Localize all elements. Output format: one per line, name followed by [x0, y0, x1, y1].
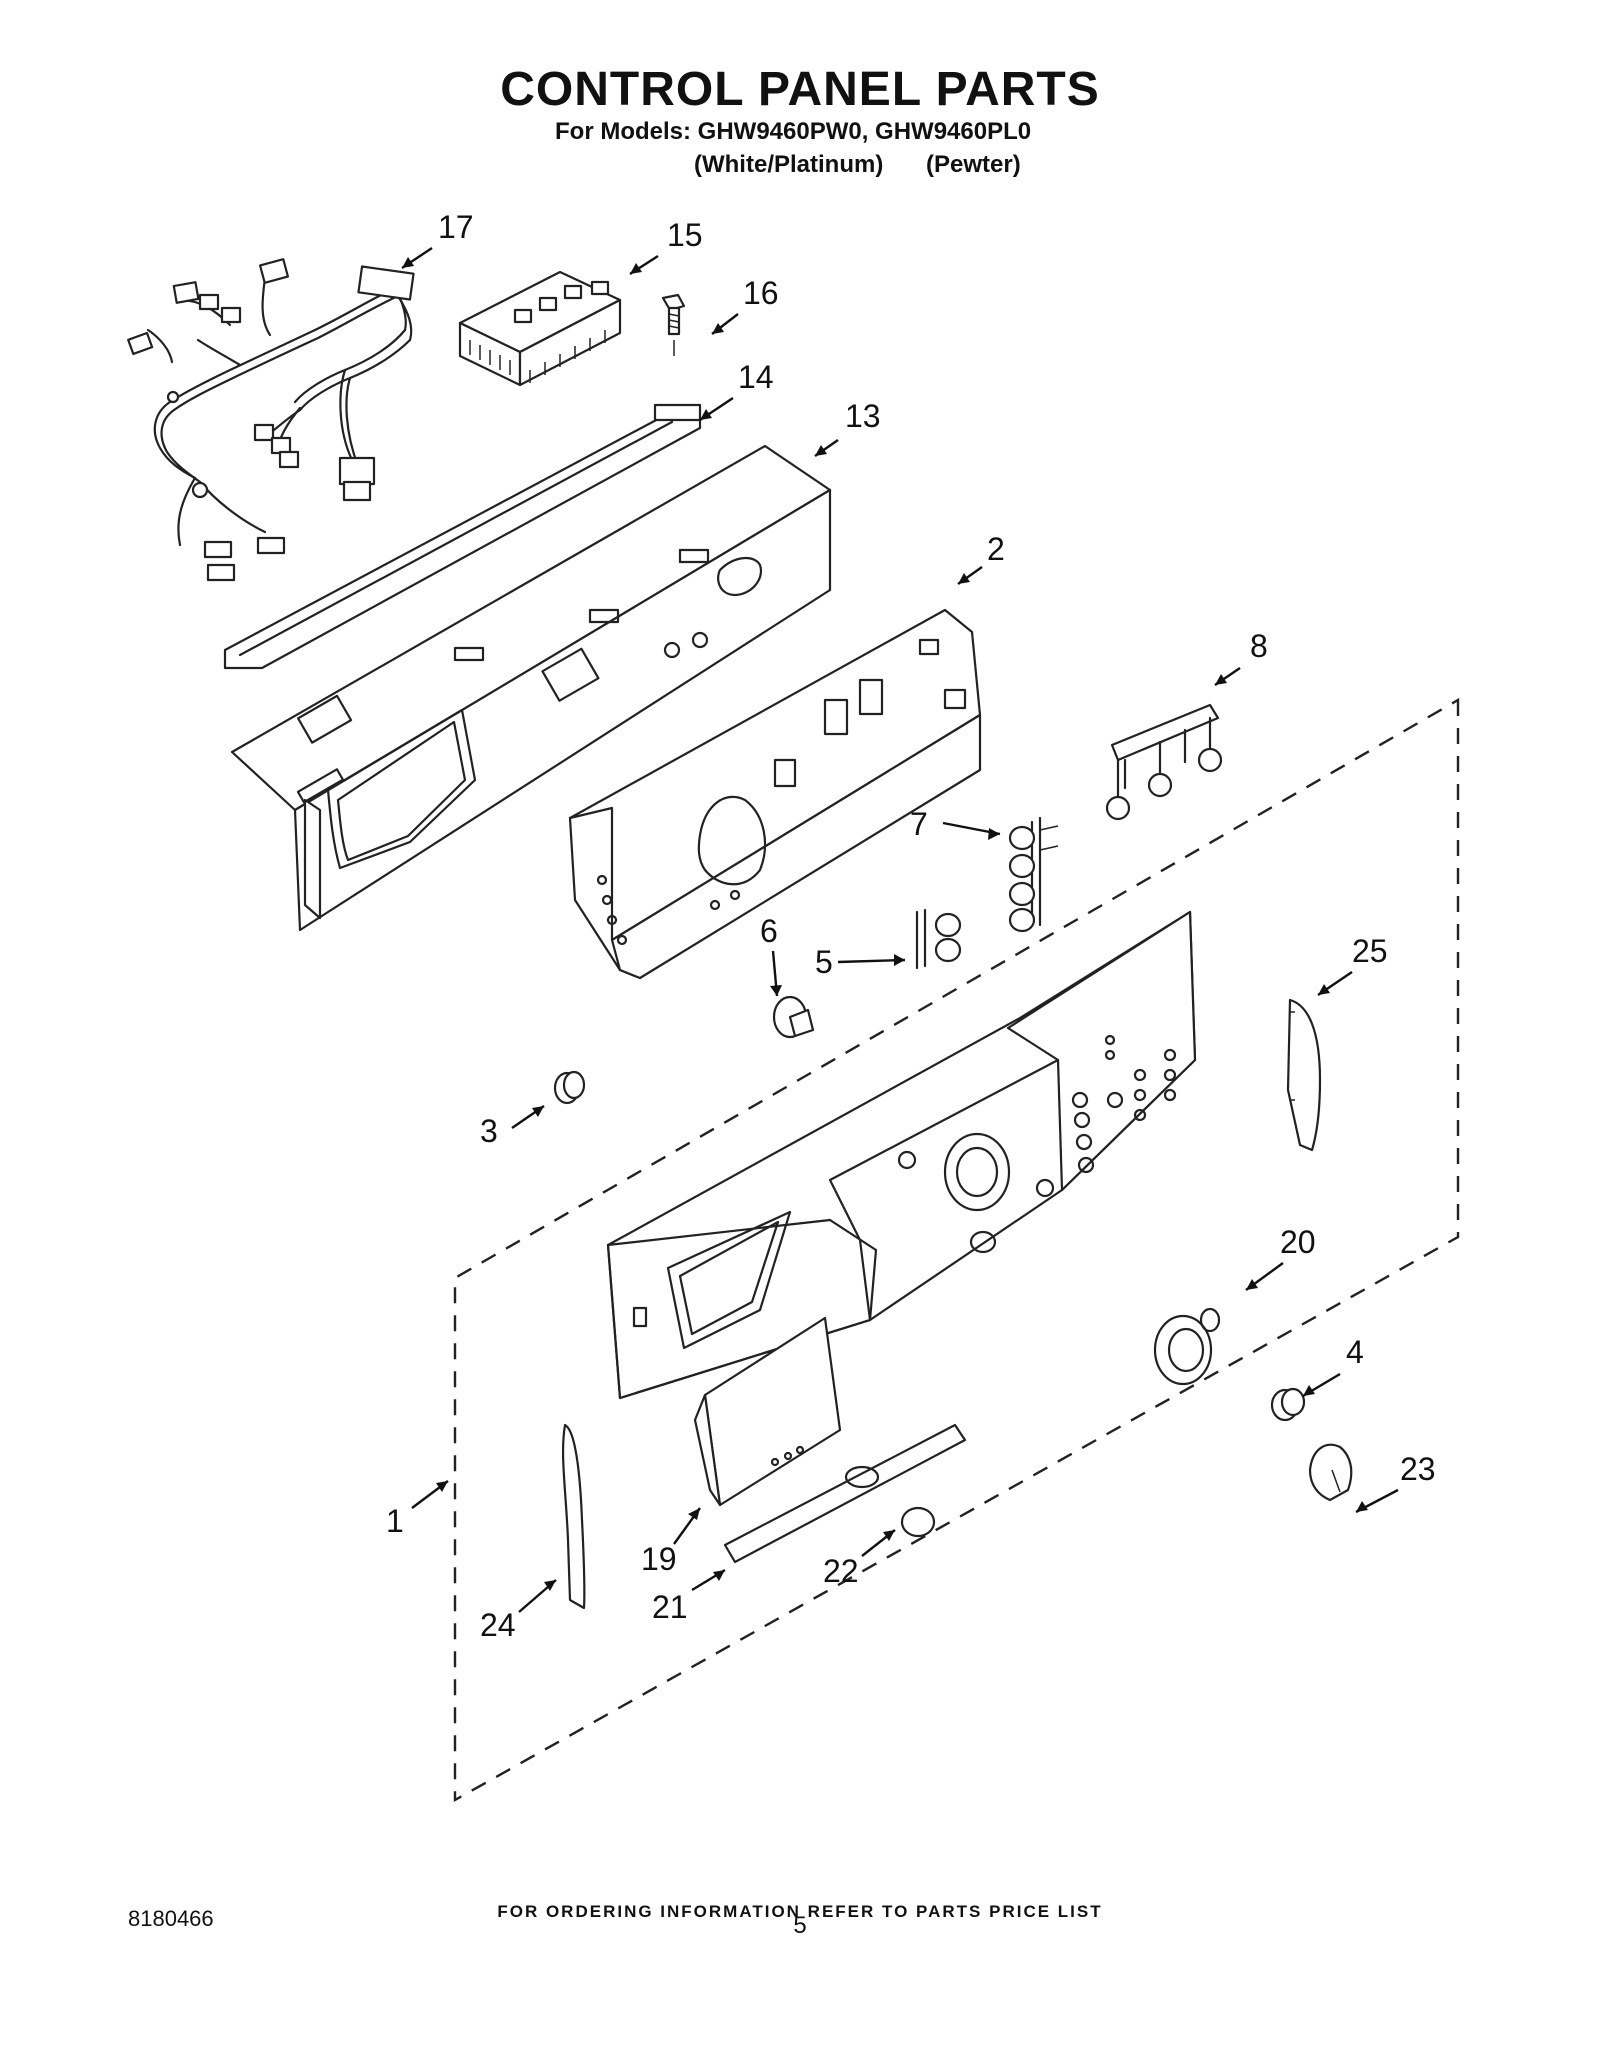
part-8-button-bracket — [1105, 703, 1223, 821]
ordering-note: FOR ORDERING INFORMATION REFER TO PARTS … — [497, 1902, 1103, 1921]
part-3-cap — [553, 1070, 586, 1105]
part-15-interface-module — [458, 270, 622, 387]
callout-5: 5 — [815, 944, 833, 980]
callout-1: 1 — [386, 1503, 404, 1539]
callout-7: 7 — [910, 806, 928, 842]
document-number: 8180466 — [128, 1906, 214, 1931]
callout-15: 15 — [667, 217, 703, 253]
callout-14: 14 — [738, 359, 774, 395]
part-17-wire-harness — [127, 258, 415, 582]
front-assembly-dashed-boundary — [453, 697, 1460, 1803]
page-title: CONTROL PANEL PARTS — [500, 63, 1100, 116]
part-5-button-pair — [915, 908, 962, 970]
callout-3: 3 — [480, 1113, 498, 1149]
callout-16: 16 — [743, 275, 779, 311]
callout-25: 25 — [1352, 933, 1388, 969]
part-7-button-cluster — [1008, 816, 1059, 933]
part-2-control-housing — [568, 608, 982, 980]
part-25-side-trim — [1286, 998, 1322, 1152]
part-23-knob — [1308, 1443, 1353, 1502]
callout-13: 13 — [845, 398, 881, 434]
variant-label-white-platinum: (White/Platinum) — [694, 151, 884, 178]
callout-22: 22 — [823, 1553, 859, 1589]
part-6-knob — [772, 995, 815, 1039]
callout-2: 2 — [987, 531, 1005, 567]
callout-4: 4 — [1346, 1334, 1364, 1370]
part-24-side-trim — [561, 1423, 586, 1610]
part-4-cap — [1270, 1387, 1306, 1422]
part-14-rail — [223, 403, 702, 670]
callout-24: 24 — [480, 1607, 516, 1643]
callout-arrows — [401, 247, 1399, 1613]
callout-17: 17 — [438, 209, 474, 245]
part-19-dispenser-trim — [693, 1316, 842, 1507]
part-13-console-bracket — [230, 444, 832, 932]
part-21-trim-strip — [723, 1423, 967, 1564]
callout-8: 8 — [1250, 628, 1268, 664]
callout-19: 19 — [641, 1541, 677, 1577]
part-1-front-console — [606, 910, 1197, 1400]
callout-23: 23 — [1400, 1451, 1436, 1487]
variant-label-pewter: (Pewter) — [926, 151, 1021, 178]
models-line: For Models: GHW9460PW0, GHW9460PL0 — [555, 118, 1032, 145]
part-16-screw — [661, 293, 686, 356]
callout-21: 21 — [652, 1589, 688, 1625]
callout-6: 6 — [760, 913, 778, 949]
callout-labels: 17 15 16 14 13 2 8 7 6 5 25 3 20 4 23 1 … — [386, 209, 1436, 1643]
page-number: 5 — [793, 1912, 807, 1939]
part-22-lens — [900, 1506, 936, 1538]
part-20-dial-ring — [1153, 1307, 1221, 1386]
callout-20: 20 — [1280, 1224, 1316, 1260]
